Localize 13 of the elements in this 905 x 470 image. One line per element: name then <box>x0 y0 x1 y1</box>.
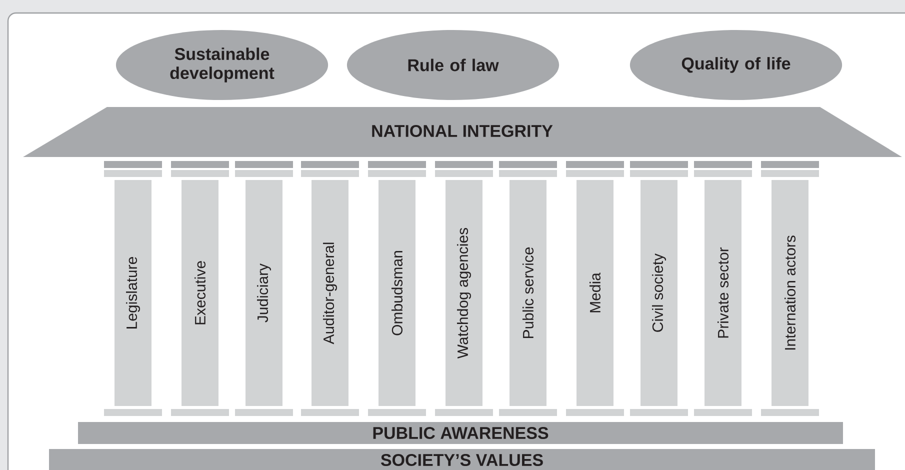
pillar: Legislature <box>114 180 152 406</box>
foundation-band: PUBLIC AWARENESS <box>78 422 843 444</box>
pillar: Watchdog agencies <box>446 180 482 406</box>
foundation-band: SOCIETY’S VALUES <box>49 449 875 470</box>
pillar: Private sector <box>704 180 742 406</box>
pillar: Executive <box>182 180 218 406</box>
pillar: Public service <box>510 180 546 406</box>
pillar: Media <box>576 180 614 406</box>
pillar: Internation actors <box>772 180 808 406</box>
pillar: Judiciary <box>246 180 282 406</box>
pillar: Civil society <box>640 180 678 406</box>
pillar: Ombudsman <box>378 180 416 406</box>
pillar: Auditor-general <box>312 180 348 406</box>
